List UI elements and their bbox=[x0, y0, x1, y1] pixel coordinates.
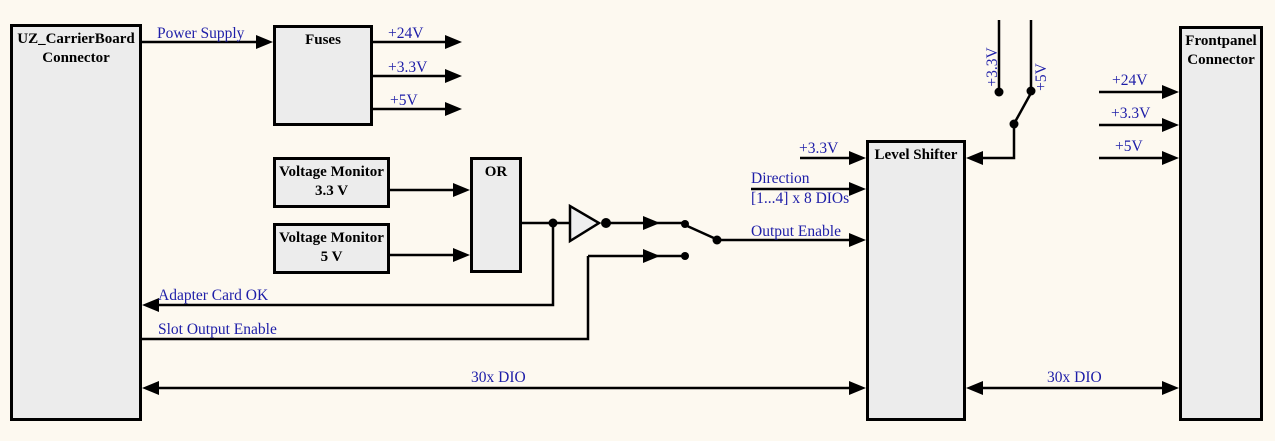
slot-output-enable-wire bbox=[142, 256, 590, 341]
direction-label-line2: [1...4] x 8 DIOs bbox=[751, 190, 850, 207]
switch-output-enable bbox=[588, 216, 866, 263]
fuses-block: Fuses bbox=[273, 25, 373, 126]
uz-carrierboard-label-line1: UZ_CarrierBoard bbox=[17, 31, 135, 47]
vm33-label-line1: Voltage Monitor bbox=[279, 164, 384, 180]
dio-left-wire bbox=[142, 381, 866, 395]
fuses-label: Fuses bbox=[305, 32, 341, 48]
direction-label-line1: Direction bbox=[751, 170, 810, 187]
or-gate-label: OR bbox=[484, 164, 508, 180]
voltage-monitor-5v-block: Voltage Monitor 5 V bbox=[273, 223, 390, 274]
vm5-label-line1: Voltage Monitor bbox=[279, 230, 384, 246]
dio-left-label: 30x DIO bbox=[471, 369, 526, 386]
frontpanel-label-line2: Connector bbox=[1187, 52, 1255, 68]
frontpanel-5v-label: +5V bbox=[1115, 138, 1143, 155]
vm33-label-line2: 3.3 V bbox=[314, 183, 349, 199]
frontpanel-supply-wires bbox=[1099, 85, 1179, 165]
or-gate-block: OR bbox=[470, 157, 522, 273]
uz-carrierboard-label-line2: Connector bbox=[42, 50, 110, 66]
fuses-out-3v3-label: +3.3V bbox=[388, 59, 428, 76]
output-enable-label: Output Enable bbox=[751, 223, 841, 240]
dio-right-label: 30x DIO bbox=[1047, 369, 1102, 386]
fuses-out-24v-label: +24V bbox=[388, 25, 424, 42]
fuses-output-wires bbox=[373, 35, 462, 116]
vm5-label-line2: 5 V bbox=[320, 249, 343, 265]
supply-select-switch bbox=[966, 20, 1036, 165]
ls-supply-3v3-label: +3.3V bbox=[799, 140, 839, 157]
adapter-card-ok-label: Adapter Card OK bbox=[158, 287, 269, 304]
level-shifter-label: Level Shifter bbox=[874, 147, 958, 163]
or-output-wire bbox=[522, 218, 570, 228]
frontpanel-3v3-label: +3.3V bbox=[1111, 105, 1151, 122]
frontpanel-24v-label: +24V bbox=[1112, 72, 1148, 89]
level-shifter-block: Level Shifter bbox=[866, 140, 966, 421]
slot-output-enable-label: Slot Output Enable bbox=[158, 321, 277, 338]
uz-carrierboard-connector-block: UZ_CarrierBoard Connector bbox=[10, 24, 142, 421]
inverter-gate bbox=[568, 203, 611, 244]
voltage-monitor-wires bbox=[390, 183, 470, 262]
frontpanel-label-line1: Frontpanel bbox=[1185, 33, 1257, 49]
adapter-card-ok-wire bbox=[142, 223, 555, 312]
switch-5v-label: +5V bbox=[1033, 63, 1050, 91]
fuses-out-5v-label: +5V bbox=[390, 92, 418, 109]
voltage-monitor-3v3-block: Voltage Monitor 3.3 V bbox=[273, 157, 390, 208]
power-supply-wire bbox=[142, 35, 273, 49]
dio-right-wire bbox=[966, 381, 1179, 395]
frontpanel-connector-block: Frontpanel Connector bbox=[1179, 26, 1263, 421]
ls-3v3-wire bbox=[800, 151, 866, 165]
direction-wire bbox=[751, 182, 866, 196]
switch-3v3-label: +3.3V bbox=[984, 47, 1001, 87]
power-supply-label: Power Supply bbox=[157, 25, 245, 42]
